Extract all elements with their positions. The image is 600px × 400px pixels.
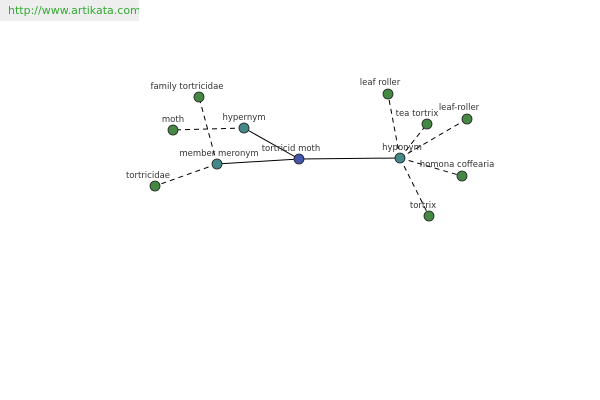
edge-hyponym-to-leaf-roller-2 [399,118,468,159]
node-tortrix[interactable] [423,210,435,222]
node-label-tortricidae[interactable]: tortricidae [126,171,170,181]
node-label-hypernym[interactable]: hypernym [222,113,265,123]
node-label-hyponym[interactable]: hyponym [382,143,422,153]
node-leaf-roller-1[interactable] [382,88,394,100]
nodes-layer [149,88,473,222]
url-text[interactable]: http://www.artikata.com [8,4,139,17]
edge-member-meronym-to-tortricidae [154,163,218,187]
edge-hypernym-to-moth [172,127,245,131]
node-moth[interactable] [167,124,179,136]
edge-tortricid-moth-to-member-meronym [216,158,300,165]
node-member-meronym[interactable] [211,158,223,170]
node-tortricid-moth[interactable] [293,153,305,165]
node-homona-coffearia[interactable] [456,170,468,182]
node-tortricidae[interactable] [149,180,161,192]
edges-layer [154,93,468,217]
labels-layer: tortricid moth hypernym member meronym hypo… [126,78,494,211]
node-label-moth[interactable]: moth [162,115,184,125]
node-hypernym[interactable] [238,122,250,134]
node-label-tortrix[interactable]: tortrix [410,201,436,211]
node-label-tortricid-moth[interactable]: tortricid moth [262,144,321,154]
node-leaf-roller-2[interactable] [461,113,473,125]
edge-hyponym-to-homona-coffearia [399,157,463,177]
edge-hyponym-to-leaf-roller-1 [387,93,401,159]
edge-member-meronym-to-family-tortricidae [198,96,218,165]
edge-tortricid-moth-to-hyponym [298,157,401,160]
node-label-family-tortricidae[interactable]: family tortricidae [150,82,223,92]
node-hyponym[interactable] [394,152,406,164]
edge-tortricid-moth-to-hypernym [243,127,300,160]
node-label-member-meronym[interactable]: member meronym [179,149,258,159]
edge-hyponym-to-tortrix [399,157,430,217]
node-label-leaf-roller-2[interactable]: leaf-roller [439,103,480,113]
node-label-tea-tortrix[interactable]: tea tortrix [396,109,439,119]
node-tea-tortrix[interactable] [421,118,433,130]
url-banner[interactable]: http://www.artikata.com [0,0,139,21]
node-family-tortricidae[interactable] [193,91,205,103]
node-label-leaf-roller-1[interactable]: leaf roller [360,78,401,88]
node-label-homona-coffearia[interactable]: homona coffearia [420,160,495,170]
edge-hyponym-to-tea-tortrix [399,123,428,159]
